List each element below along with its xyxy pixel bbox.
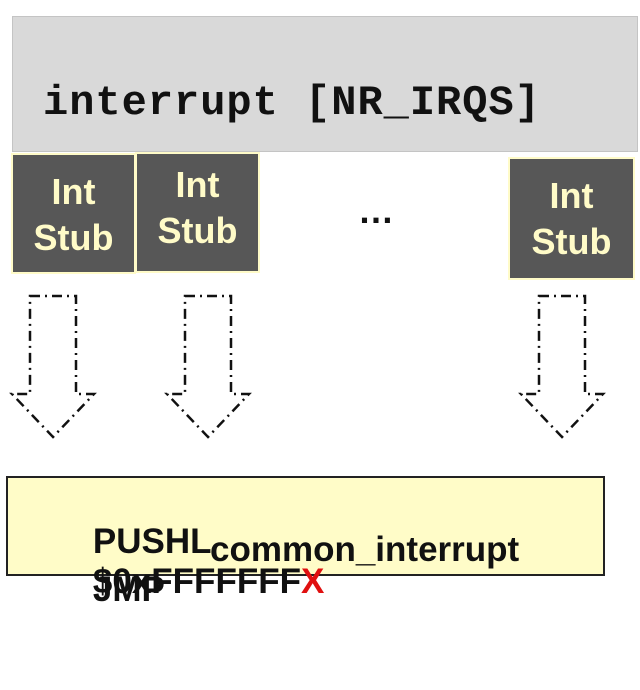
int-stub-2-line1: Int xyxy=(175,164,220,205)
code-line-jmp: JMP common_interrupt xyxy=(54,530,519,690)
down-arrow-icon xyxy=(518,294,606,439)
int-stub-3: Int Stub xyxy=(508,157,635,280)
operand-common-interrupt: common_interrupt xyxy=(210,530,520,569)
interrupt-array-box: interrupt [NR_IRQS] xyxy=(12,16,638,152)
operand-vector-suffix: X xyxy=(300,562,325,601)
ellipsis: … xyxy=(358,190,396,231)
int-stub-1-line2: Stub xyxy=(33,217,114,258)
down-arrow-icon xyxy=(164,294,252,439)
int-stub-3-line2: Stub xyxy=(531,221,612,262)
instruction-jmp: JMP xyxy=(92,570,165,609)
int-stub-1: Int Stub xyxy=(11,153,136,274)
interrupt-array-label: interrupt [NR_IRQS] xyxy=(43,79,541,127)
int-stub-2-line2: Stub xyxy=(157,210,238,251)
down-arrow-icon xyxy=(9,294,97,439)
instruction-pushl: PUSHL xyxy=(92,522,212,561)
int-stub-3-line1: Int xyxy=(549,175,594,216)
stub-code-box: PUSHL $0xFFFFFFFX JMP common_interrupt xyxy=(6,476,605,609)
int-stub-2: Int Stub xyxy=(135,152,260,273)
int-stub-1-line1: Int xyxy=(51,171,96,212)
